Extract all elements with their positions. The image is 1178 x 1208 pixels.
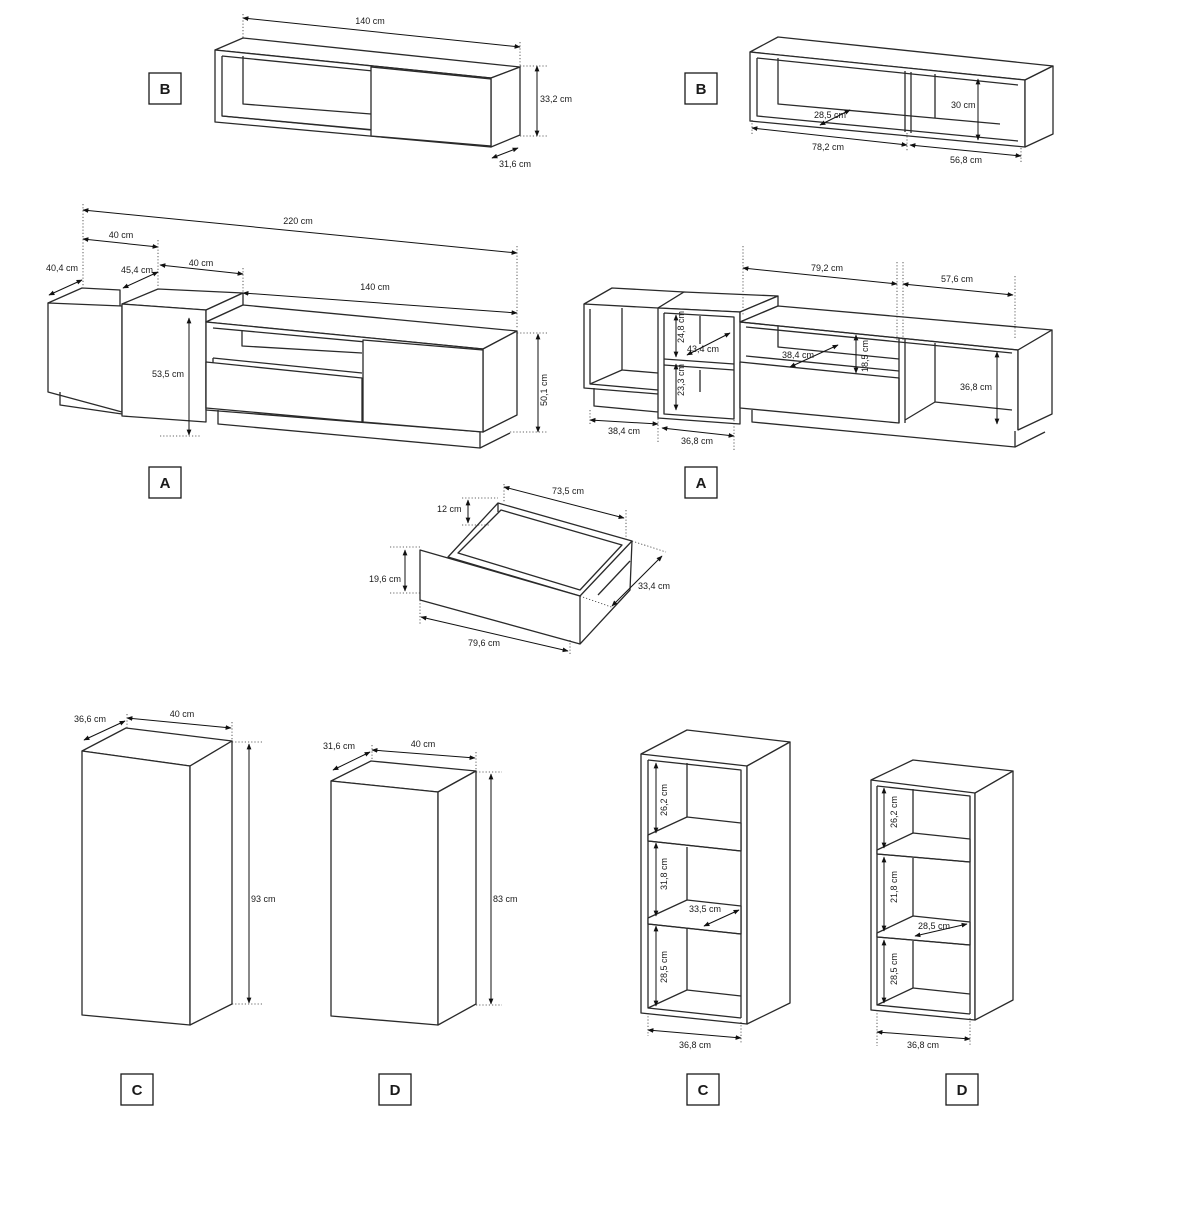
d-open-shelf2-label: 21,8 cm [889,871,899,903]
a-cab1-width-label: 40 cm [109,230,134,240]
tag-a-left: A [148,466,182,499]
a-open-drawer-height-label: 18,5 cm [860,340,870,372]
tag-a-left-text: A [160,475,171,492]
drawer-side-height-label: 12 cm [437,504,462,514]
drawer-top-width-label: 73,5 cm [552,486,584,496]
drawer-depth-label: 33,4 cm [638,581,670,591]
unit-b-closed [214,14,548,159]
a-cab2-width-label: 40 cm [189,258,214,268]
d-open-width-label: 36,8 cm [907,1040,939,1050]
tag-a-right-text: A [696,475,707,492]
d-open-shelf3-label: 28,5 cm [889,953,899,985]
tag-a-right: A [684,466,718,499]
c-open-shelf3-label: 28,5 cm [659,951,669,983]
a-open-right-height-label: 36,8 cm [960,382,992,392]
a-total-height-label: 50,1 cm [539,374,549,406]
a-open-right-width-label: 57,6 cm [941,274,973,284]
d-closed-height-label: 83 cm [493,894,518,904]
a-open-upper-depth-label: 43,4 cm [687,344,719,354]
tag-d-left: D [378,1073,412,1106]
tag-c-right-text: C [698,1082,709,1099]
drawer [390,484,667,656]
d-open-depth-label: 28,5 cm [918,921,950,931]
unit-a-closed [47,204,548,449]
tag-b-top-left: B [148,72,182,105]
c-open-shelf1-label: 26,2 cm [659,784,669,816]
tag-d-right: D [945,1073,979,1106]
tag-b-top-right-text: B [696,81,707,98]
tag-c-right: C [686,1073,720,1106]
tag-d-right-text: D [957,1082,968,1099]
b-closed-depth-label: 31,6 cm [499,159,531,169]
unit-c-closed [81,714,262,1026]
a-open-drawer-depth-label: 38,4 cm [782,350,814,360]
tag-b-top-left-text: B [160,81,171,98]
b-open-inner-height-label: 30 cm [951,100,976,110]
a-lowboard-width-label: 140 cm [360,282,390,292]
b-open-inner-depth-label: 28,5 cm [814,110,846,120]
d-closed-width-label: 40 cm [411,739,436,749]
c-open-depth-label: 33,5 cm [689,904,721,914]
unit-d-open [870,759,1014,1046]
tag-b-top-right: B [684,72,718,105]
a-total-width-label: 220 cm [283,216,313,226]
c-closed-width-label: 40 cm [170,709,195,719]
drawer-front-height-label: 19,6 cm [369,574,401,584]
c-closed-depth-label: 36,6 cm [74,714,106,724]
a-open-drawer-width-label: 79,2 cm [811,263,843,273]
c-open-shelf2-label: 31,8 cm [659,858,669,890]
a-open-lower-height-label: 23,3 cm [676,364,686,396]
b-open-right-width-label: 56,8 cm [950,155,982,165]
tag-c-left-text: C [132,1082,143,1099]
tag-d-left-text: D [390,1082,401,1099]
b-closed-width-label: 140 cm [355,16,385,26]
unit-b-open [749,36,1054,162]
tag-c-left: C [120,1073,154,1106]
unit-c-open [640,729,791,1044]
a-open-left-width-label: 38,4 cm [608,426,640,436]
a-open-mid-width-label: 36,8 cm [681,436,713,446]
a-cab2-depth-label: 45,4 cm [121,265,153,275]
b-open-left-width-label: 78,2 cm [812,142,844,152]
a-cab1-depth-label: 40,4 cm [46,263,78,273]
c-open-width-label: 36,8 cm [679,1040,711,1050]
c-closed-height-label: 93 cm [251,894,276,904]
unit-d-closed [330,745,502,1026]
d-open-shelf1-label: 26,2 cm [889,796,899,828]
drawer-front-width-label: 79,6 cm [468,638,500,648]
d-closed-depth-label: 31,6 cm [323,741,355,751]
a-cab2-height-label: 53,5 cm [152,369,184,379]
a-open-upper-height-label: 24,8 cm [676,311,686,343]
b-closed-height-label: 33,2 cm [540,94,572,104]
unit-a-open [583,246,1053,450]
